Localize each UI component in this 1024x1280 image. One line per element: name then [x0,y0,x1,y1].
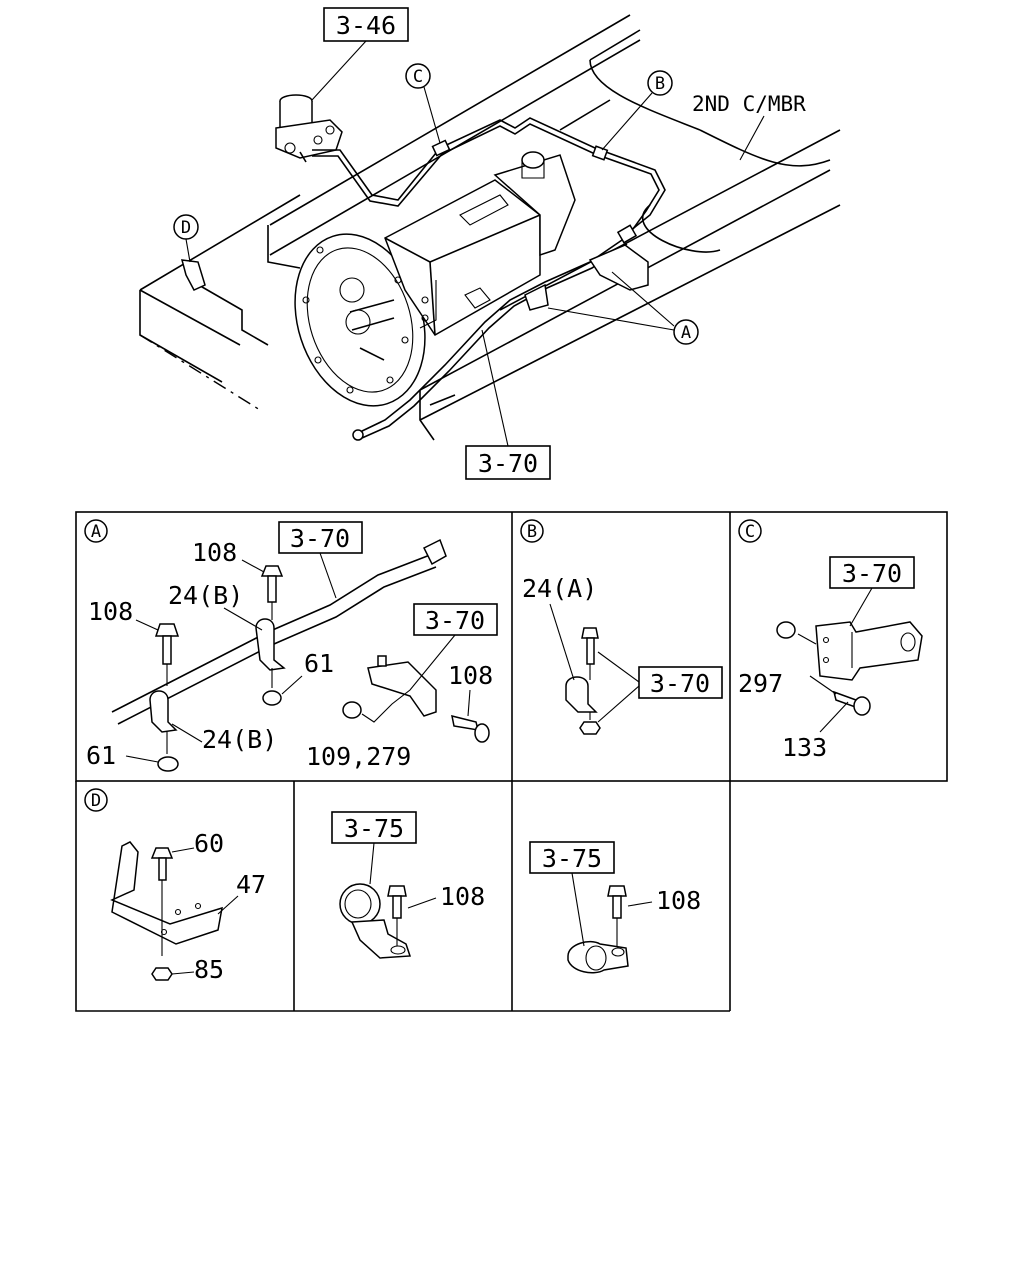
svg-text:B: B [527,522,537,542]
panel-C-ref-box [829,556,915,589]
detail-panel-B: B 3-70 24(A) [520,519,723,735]
svg-text:C: C [745,522,755,542]
detail-panel-E: 3-75 108 [331,811,485,959]
label-85: 85 [194,955,224,984]
label-133: 133 [782,733,827,762]
label-24B-lower: 24(B) [202,725,277,754]
label-297: 297 [738,669,783,698]
svg-text:3-70: 3-70 [842,559,902,588]
label-109-279: 109,279 [306,742,411,771]
ref-box-3-70-overview [465,445,551,480]
ref-box-3-46 [323,7,409,42]
callout-C: C [405,63,441,144]
transmission [294,151,576,407]
callout-D: D [173,214,199,263]
label-108-F: 108 [656,886,701,915]
callout-A: A [547,271,699,345]
leader-3-70-overview [481,329,509,447]
panel-A-marker [84,519,108,543]
svg-text:A: A [91,522,101,542]
svg-text:3-70: 3-70 [290,524,350,553]
label-108-left: 108 [88,597,133,626]
label-61-lower: 61 [86,741,116,770]
label-108-E: 108 [440,882,485,911]
air-dryer [275,94,343,163]
ref-3-46-label: 3-46 [336,11,396,40]
svg-text:3-75: 3-75 [542,844,602,873]
frame-rails [139,14,841,441]
detail-panel-A: A 3-70 3-70 108 [84,519,498,772]
leader-3-46 [311,40,367,101]
overview-illustration: 3-46 3-70 2ND C/MBR C B D A [139,7,841,480]
ref-3-70-overview-label: 3-70 [478,449,538,478]
detail-panel-C: C 3-70 297 133 [738,519,923,762]
svg-text:C: C [413,67,423,87]
pipe-lines [180,117,666,441]
leader-member [739,115,765,161]
svg-text:3-75: 3-75 [344,814,404,843]
detail-grid [75,511,948,1012]
panel-A-ref-box-1 [278,521,363,554]
panel-B-ref-box [638,666,723,699]
panel-D-marker [84,788,108,812]
callout-B: B [601,70,673,151]
svg-text:D: D [181,218,191,238]
detail-panel-D: D 60 47 85 [84,788,266,984]
label-108-right: 108 [448,661,493,690]
panel-C-marker [738,519,762,543]
cross-member [559,29,831,253]
svg-text:3-70: 3-70 [425,606,485,635]
member-label: 2ND C/MBR [692,92,806,116]
panel-A-ref-box-2 [413,603,498,636]
svg-text:3-70: 3-70 [650,669,710,698]
label-24B-upper: 24(B) [168,581,243,610]
label-47: 47 [236,870,266,899]
label-61-upper: 61 [304,649,334,678]
svg-text:D: D [91,791,101,811]
label-108-top: 108 [192,538,237,567]
label-60: 60 [194,829,224,858]
svg-text:A: A [681,323,691,343]
detail-panel-F: 3-75 108 [529,841,701,974]
panel-B-marker [520,519,544,543]
svg-text:B: B [655,74,665,94]
panel-E-ref-box [331,811,417,844]
label-24A: 24(A) [522,574,597,603]
